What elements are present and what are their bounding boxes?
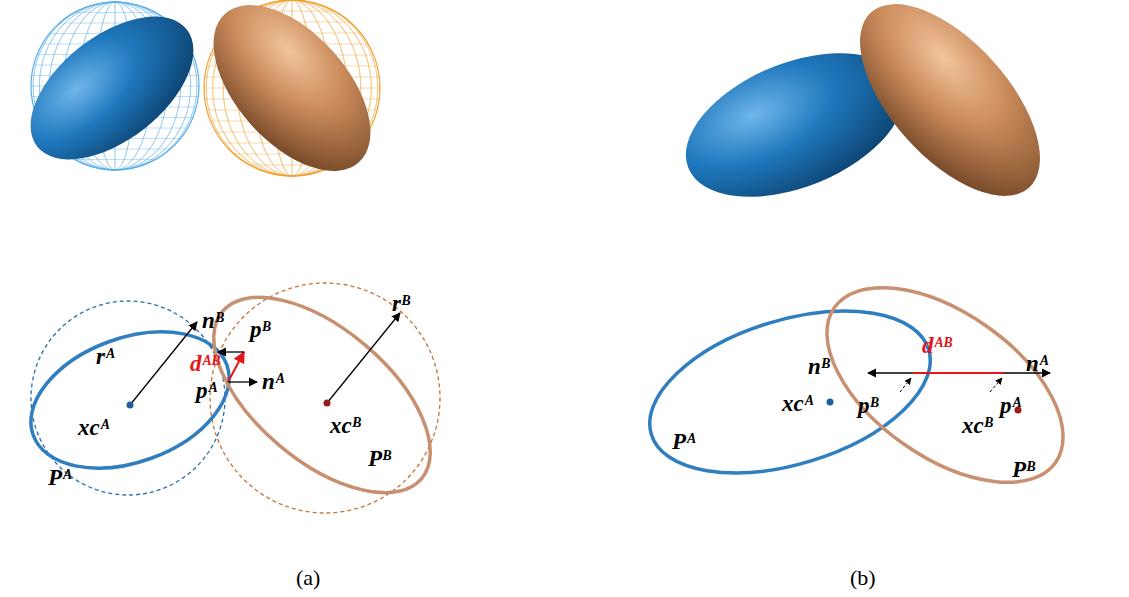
math-label: Pᴬ xyxy=(672,430,696,453)
panel-label: (b) xyxy=(850,567,876,589)
math-label: nᴬ xyxy=(262,370,284,393)
center-dot xyxy=(127,402,134,409)
math-label: pᴮ xyxy=(858,394,878,417)
particle-outline xyxy=(180,261,464,529)
normal-arrow xyxy=(868,372,913,373)
particle-outline xyxy=(793,249,1097,522)
math-label: Pᴮ xyxy=(368,447,391,470)
math-label: nᴮ xyxy=(202,309,223,332)
ellipsoid xyxy=(5,0,219,187)
math-label: nᴮ xyxy=(808,355,829,378)
math-label: pᴮ xyxy=(250,318,270,341)
math-label: xcᴮ xyxy=(330,414,360,437)
ellipsoid xyxy=(184,0,400,199)
distance-line xyxy=(913,372,1004,374)
math-label: rᴬ xyxy=(96,345,115,368)
radius-arrow xyxy=(327,313,400,403)
math-label: Pᴬ xyxy=(48,466,72,489)
leader-line xyxy=(900,378,911,392)
math-label: dᴬᴮ xyxy=(190,352,220,375)
distance-arrow xyxy=(228,352,244,382)
math-label: xcᴬ xyxy=(78,416,109,439)
normal-arrow xyxy=(218,351,244,352)
math-label: nᴬ xyxy=(1026,352,1048,375)
math-label: pᴬ xyxy=(1000,394,1021,417)
math-label: dᴬᴮ xyxy=(922,334,952,357)
panel-label: (a) xyxy=(296,567,320,589)
center-dot xyxy=(324,400,331,407)
math-label: xcᴬ xyxy=(782,392,813,415)
normal-arrow xyxy=(228,381,257,382)
math-label: pᴬ xyxy=(196,379,217,402)
radius-arrow xyxy=(130,322,197,405)
math-label: Pᴮ xyxy=(1012,458,1035,481)
center-dot xyxy=(827,399,834,406)
math-label: rᴮ xyxy=(392,292,410,315)
leader-line xyxy=(990,378,1002,392)
ellipsoid xyxy=(828,0,1072,227)
particle-outline xyxy=(630,281,949,503)
math-label: xcᴮ xyxy=(962,414,992,437)
